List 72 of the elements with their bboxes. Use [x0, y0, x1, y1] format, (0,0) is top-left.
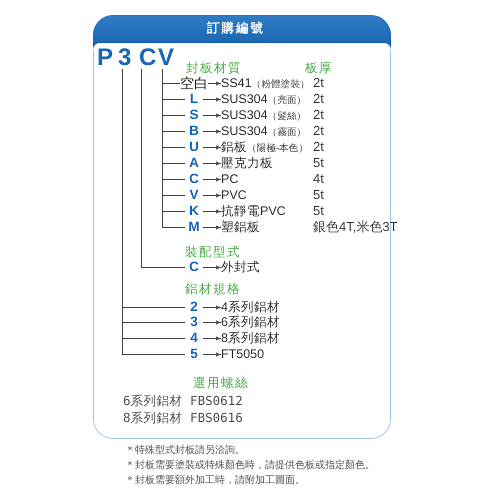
option-note: （陽極-本色）: [247, 143, 308, 154]
thickness-text: 4t: [313, 171, 324, 187]
option-code: M: [188, 219, 200, 234]
option-text: FT5050: [221, 347, 264, 361]
option-code: U: [189, 139, 199, 154]
option-code: 3: [190, 314, 198, 329]
option-text: PC: [221, 172, 238, 186]
note-text: ＊封板需要塗裝或特殊顏色時，請提供色板或指定顏色。: [125, 459, 375, 472]
section-heading: 封板材質: [186, 61, 242, 75]
option-code: V: [189, 187, 198, 202]
section-heading: 選用螺絲: [193, 376, 249, 390]
option-text: 壓克力板: [221, 156, 273, 170]
section-heading: 鋁材規格: [185, 282, 241, 296]
thickness-text: 2t: [313, 107, 324, 123]
thickness-text: 5t: [313, 155, 324, 171]
arrow: [202, 336, 222, 341]
option-code: A: [189, 155, 199, 170]
option-text: 8系列鋁材: [221, 331, 280, 345]
section-heading: 板厚: [305, 61, 333, 75]
option-code: S: [189, 107, 198, 122]
arrow: [202, 145, 222, 150]
option-text: 6系列鋁材: [221, 315, 280, 329]
option-text: PVC: [221, 188, 247, 202]
thickness-text: 2t: [313, 75, 324, 91]
arrow: [202, 352, 222, 357]
thickness-text: 2t: [313, 139, 324, 155]
arrow: [202, 320, 222, 325]
option-note: （霧面）: [268, 127, 306, 138]
note-text: ＊封板需要額外加工時，請附加工圖面。: [125, 474, 305, 487]
option-text: 鋁板: [221, 140, 247, 154]
thickness-text: 5t: [313, 203, 324, 219]
thickness-text: 銀色4T,米色3T: [313, 219, 398, 235]
thickness-text: 2t: [313, 123, 324, 139]
option-text: 抗靜電PVC: [221, 204, 286, 218]
screw-spec-text: 8系列鋁材 FBS0616: [123, 410, 243, 426]
model-code: P: [97, 47, 114, 69]
option-text: 外封式: [221, 260, 260, 274]
arrow: [202, 97, 222, 102]
thickness-text: 5t: [313, 187, 324, 203]
option-text: SUS304: [221, 108, 268, 122]
arrow: [202, 129, 222, 134]
option-code: K: [189, 203, 199, 218]
section-heading: 裝配型式: [185, 245, 241, 259]
arrow: [202, 265, 222, 270]
option-code: 5: [190, 346, 198, 361]
option-note: （粉體塗裝）: [252, 79, 310, 90]
note-text: ＊特殊型式封板請另洽詢。: [125, 444, 245, 457]
arrow: [202, 193, 222, 198]
tree-line: [141, 68, 186, 268]
option-code: C: [189, 259, 199, 274]
option-text: 塑鋁板: [221, 220, 260, 234]
arrow: [202, 225, 222, 230]
arrow: [202, 305, 222, 310]
arrow: [202, 209, 222, 214]
option-code: 空白: [180, 75, 208, 91]
option-code: 2: [190, 299, 198, 314]
option-text: SUS304: [221, 124, 268, 138]
option-code: B: [189, 123, 199, 138]
arrow: [208, 81, 222, 86]
option-text: SS41: [221, 76, 252, 90]
option-code: L: [190, 91, 198, 106]
option-note: （亮面）: [268, 95, 306, 106]
option-text: 4系列鋁材: [221, 300, 280, 314]
option-code: 4: [190, 330, 198, 345]
arrow: [202, 161, 222, 166]
screw-spec-text: 6系列鋁材 FBS0612: [123, 393, 243, 409]
thickness-text: 2t: [313, 91, 324, 107]
option-text: SUS304: [221, 92, 268, 106]
arrow: [202, 177, 222, 182]
option-code: C: [189, 171, 199, 186]
option-note: （髮絲）: [268, 111, 306, 122]
arrow: [202, 113, 222, 118]
